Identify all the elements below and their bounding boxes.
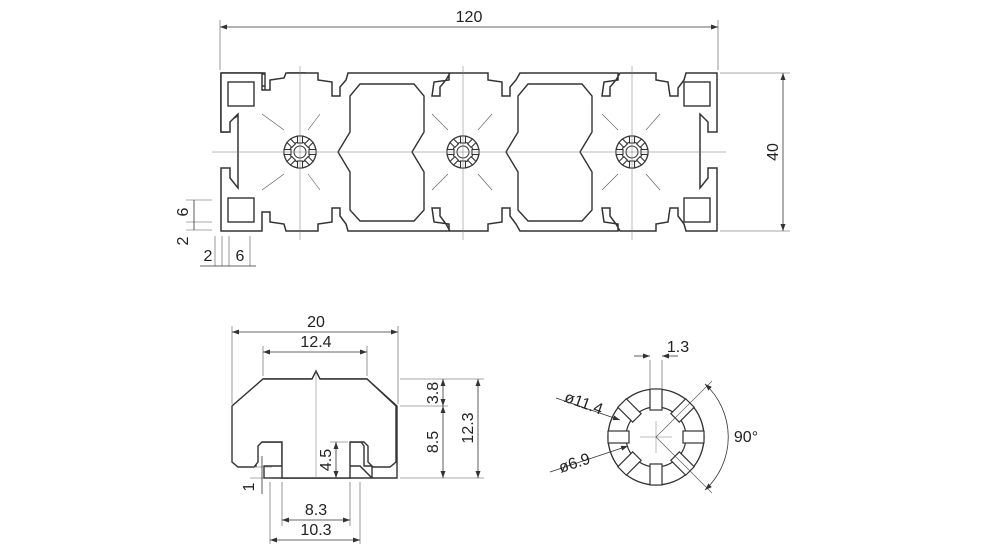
web-lines-2	[431, 113, 493, 191]
angle-arc	[704, 383, 729, 491]
lip-thickness-label: 1	[241, 482, 258, 491]
corner-cavity-br	[683, 197, 711, 223]
corner-cavity-tr	[683, 81, 711, 107]
slot-dim-a: 6	[175, 207, 192, 216]
slot-detail: 20 12.4 3.8 8.5 12.3 4.5 1 8.3 10	[231, 314, 484, 544]
profile-view: 120 40 6 2 2 6	[175, 9, 790, 267]
slot-dim-d: 6	[236, 248, 245, 265]
inner-cavity-left	[337, 83, 425, 222]
outer-dia-label: ø11.4	[562, 389, 605, 419]
opening-outer-label: 10.3	[300, 522, 331, 539]
inner-dia-leader	[549, 445, 629, 473]
lip-height-label: 4.5	[318, 449, 335, 471]
bore-detail: 1.3 ø11.4 ø6.9 90°	[549, 339, 758, 494]
slot-outline-clean	[231, 369, 397, 479]
top-width-label: 12.4	[300, 334, 331, 351]
angle-ray-1	[655, 380, 713, 438]
slot-dim-b: 2	[175, 236, 192, 245]
depth-total-label: 12.3	[460, 412, 477, 443]
slot-dim-c: 2	[204, 248, 213, 265]
corner-cavity-tl	[227, 81, 255, 107]
outer-dia-leader	[555, 397, 621, 421]
width-label: 120	[456, 9, 483, 26]
web-lines-3	[601, 113, 661, 191]
inner-cavity-right	[505, 83, 593, 222]
opening-inner-label: 8.3	[305, 502, 327, 519]
angle-label: 90°	[734, 429, 758, 446]
depth-mid-label: 8.5	[425, 431, 442, 453]
corner-cavity-bl	[227, 197, 255, 223]
depth-top-label: 3.8	[425, 382, 442, 404]
key-width-label: 1.3	[667, 339, 689, 356]
web-lines-1	[261, 113, 321, 191]
angle-ray-2	[655, 436, 713, 494]
inner-dia-label: ø6.9	[557, 451, 593, 477]
height-label: 40	[765, 143, 782, 161]
overall-width-label: 20	[307, 314, 325, 331]
